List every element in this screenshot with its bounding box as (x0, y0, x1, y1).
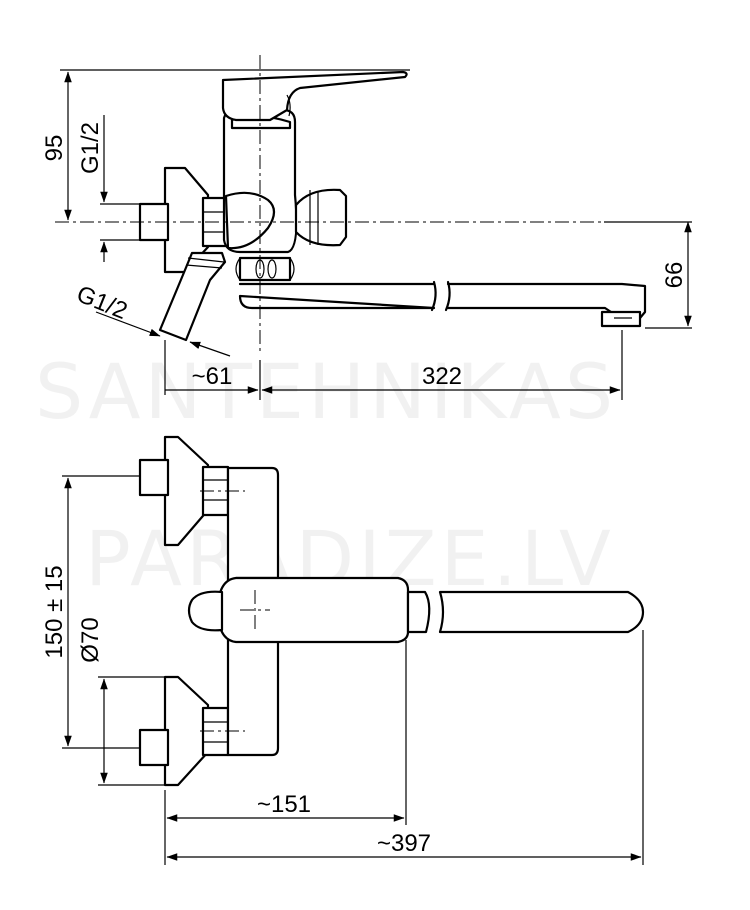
swivel-collar (238, 256, 292, 282)
angled-inlet-pipe (158, 251, 227, 342)
plan-view (62, 435, 645, 865)
body-cover (224, 191, 276, 250)
diverter-knob (294, 188, 348, 247)
plan-spout (406, 590, 431, 634)
dim-thread-inlet-angled: G1/2 (73, 281, 131, 326)
upper-inlet-stub (138, 458, 170, 497)
inlet-pipe-stub (138, 202, 170, 242)
side-view (55, 55, 692, 400)
dim-thread-inlet-top: G1/2 (77, 122, 104, 174)
plan-knob (187, 590, 224, 632)
dim-offset-wall: ~61 (192, 363, 233, 390)
plan-spout-end (438, 590, 645, 634)
dim-body-depth: ~151 (257, 791, 311, 818)
dim-outlet-height: 66 (661, 262, 688, 289)
watermark: SANTEHNIKAS PARADIZE.LV (35, 347, 617, 603)
dim-spout-reach: 322 (422, 363, 462, 390)
side-view-dimensions: 95 G1/2 66 G1/2 ~61 322 (41, 71, 692, 395)
aerator (600, 310, 642, 328)
lower-inlet-stub (138, 728, 170, 767)
plan-view-dimensions: 150 ± 15 Ø70 ~151 ~397 (41, 477, 642, 861)
spout (238, 282, 647, 320)
dim-height-lever: 95 (41, 135, 68, 162)
dim-center-distance: 150 ± 15 (41, 565, 68, 658)
watermark-line-1: SANTEHNIKAS (35, 347, 617, 436)
lever-handle (221, 70, 408, 122)
dim-flange-diameter: Ø70 (77, 617, 104, 662)
dim-total-depth: ~397 (377, 830, 431, 857)
